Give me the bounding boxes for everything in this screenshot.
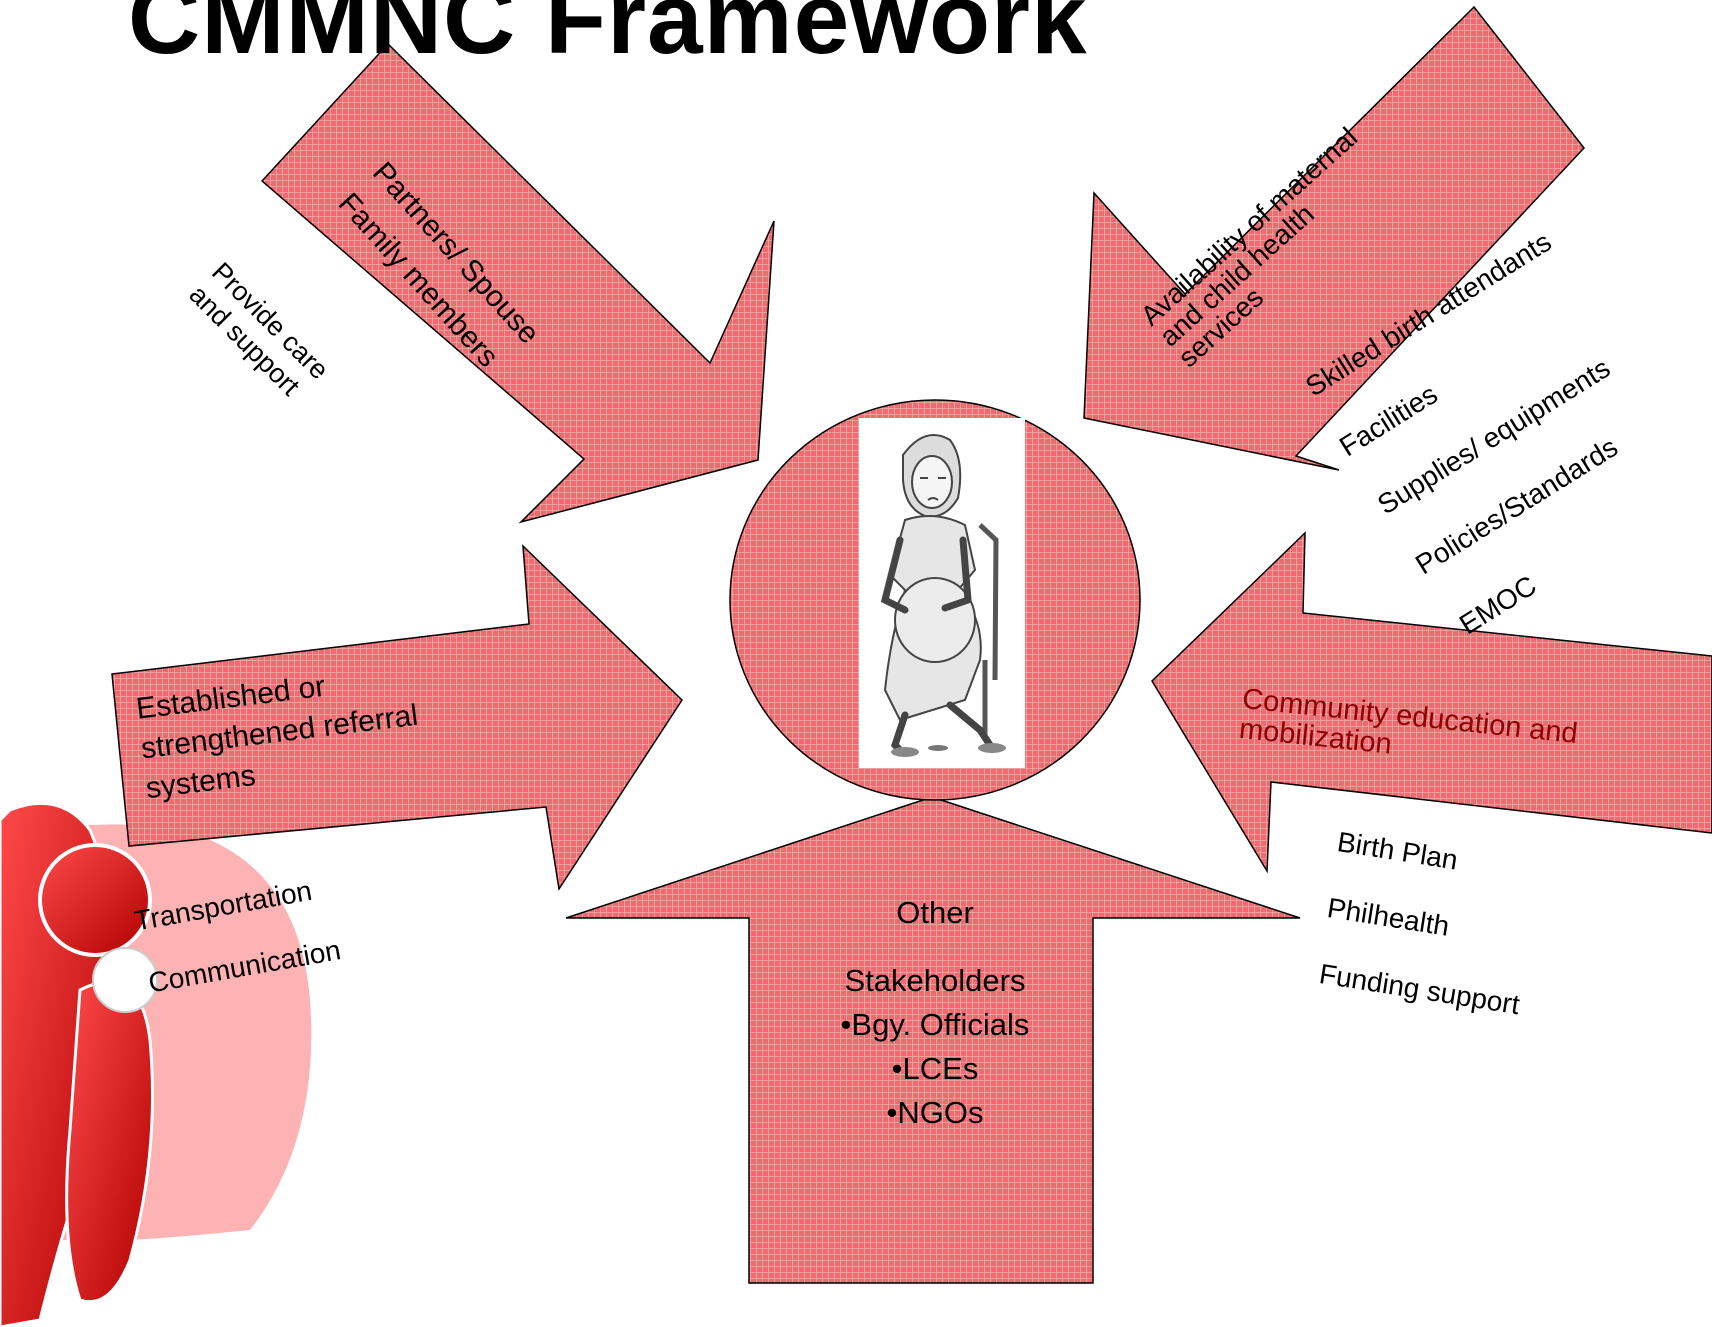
- stakeholders-line-1: Other: [896, 895, 974, 930]
- page-title: CMMNC Framework: [128, 0, 1088, 75]
- stakeholders-line-3: •Bgy. Officials: [840, 1007, 1030, 1042]
- pregnant-woman-illustration: [859, 418, 1025, 768]
- services-arrow: [1083, 5, 1585, 471]
- partners-arrow: [260, 42, 775, 524]
- community-arrow: [1151, 531, 1712, 874]
- stakeholders-line-2: Stakeholders: [844, 963, 1026, 998]
- stakeholders-text: Other Stakeholders •Bgy. Officials •LCEs…: [780, 893, 1090, 1135]
- stakeholders-arrow: [565, 796, 1301, 1284]
- family-logo-icon: [0, 801, 312, 1327]
- referral-arrow: [111, 544, 683, 892]
- stakeholders-line-4: •LCEs: [891, 1051, 979, 1086]
- stakeholders-line-5: •NGOs: [886, 1095, 984, 1130]
